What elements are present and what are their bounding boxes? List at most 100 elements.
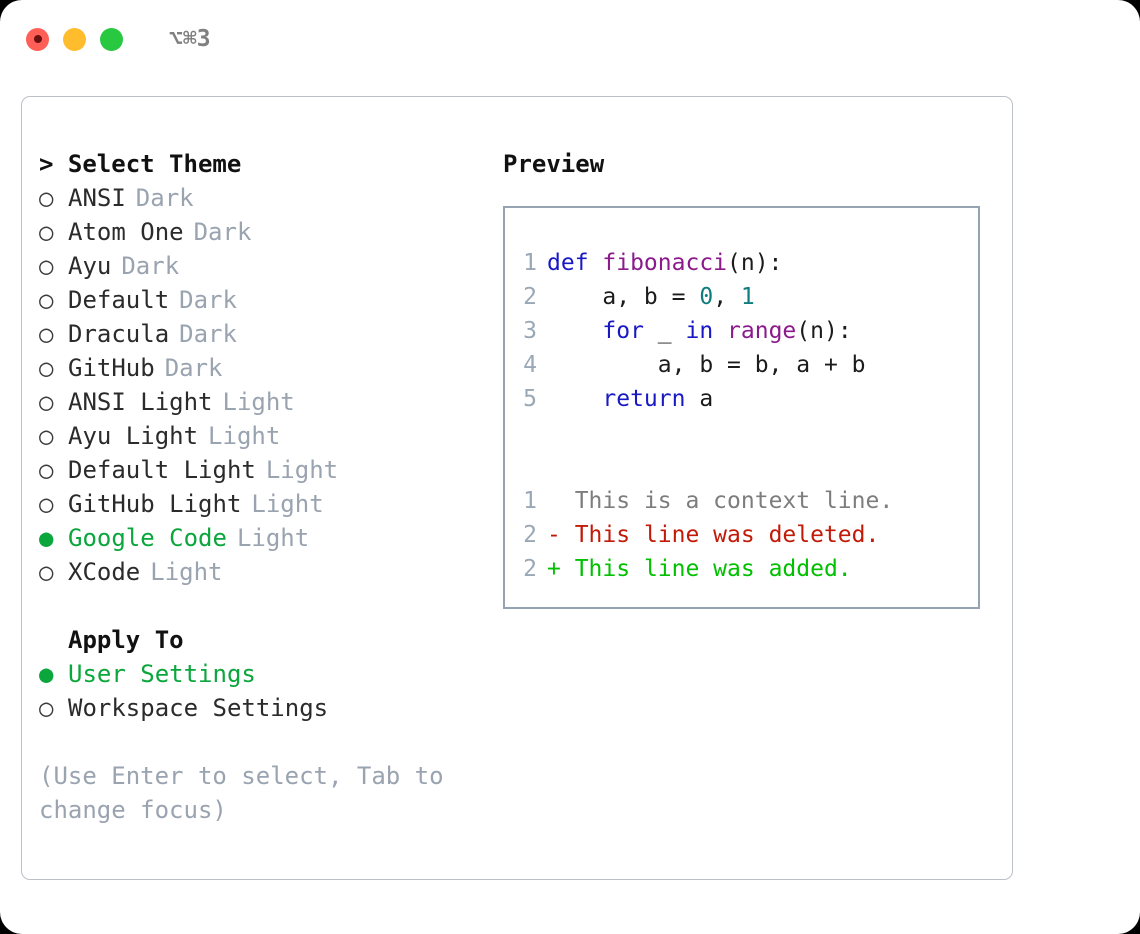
- theme-option-xcode-light[interactable]: ○ XCode Light: [39, 555, 492, 589]
- diff-text: This line was deleted.: [560, 522, 880, 548]
- code-token-plain: [713, 318, 727, 344]
- theme-option-label: Ayu Light: [68, 422, 199, 450]
- minimize-button[interactable]: [63, 27, 86, 51]
- preview-spacer: [505, 416, 978, 450]
- code-token-plain: a, b =: [547, 284, 700, 310]
- theme-option-tag: Dark: [121, 252, 180, 280]
- title-bar: ⌥⌘3: [0, 0, 1140, 78]
- code-token-plain: a: [685, 386, 714, 412]
- diff-text: This line was added.: [560, 556, 852, 582]
- theme-option-tag: Light: [251, 490, 324, 518]
- line-number: 5: [523, 386, 537, 412]
- keyboard-hint-text: (Use Enter to select, Tab to change focu…: [39, 762, 444, 824]
- code-token-plain: ,: [713, 284, 741, 310]
- line-number: 1: [523, 488, 537, 514]
- apply-to-option-user-settings[interactable]: ● User Settings: [39, 657, 492, 691]
- traffic-lights: [26, 27, 123, 51]
- theme-picker-column: > Select Theme ○ ANSI Dark ○ Atom One Da…: [22, 97, 492, 879]
- theme-option-tag: Light: [236, 524, 310, 552]
- code-line: 1 def fibonacci(n):: [505, 246, 978, 280]
- theme-option-tag: Light: [208, 422, 281, 450]
- radio-icon: ○: [39, 320, 54, 348]
- theme-option-label: Ayu: [68, 252, 112, 280]
- diff-marker: [547, 484, 561, 518]
- theme-option-tag: Dark: [193, 218, 252, 246]
- recording-indicator-icon: [33, 35, 42, 43]
- theme-option-github-dark[interactable]: ○ GitHub Dark: [39, 351, 492, 385]
- radio-icon: ○: [39, 184, 54, 212]
- line-number: 2: [523, 522, 537, 548]
- radio-icon: ○: [39, 252, 54, 280]
- code-line: 2 a, b = 0, 1: [505, 280, 978, 314]
- theme-option-default-light[interactable]: ○ Default Light Light: [39, 453, 492, 487]
- code-token-plain: _: [643, 318, 686, 344]
- preview-column: Preview 1 def fibonacci(n): 2 a, b = 0, …: [492, 97, 1012, 879]
- diff-text: This is a context line.: [560, 488, 894, 514]
- radio-icon: ○: [39, 490, 54, 518]
- radio-icon: ○: [39, 558, 54, 586]
- apply-to-option-label: Workspace Settings: [68, 694, 329, 722]
- theme-option-atom-one-dark[interactable]: ○ Atom One Dark: [39, 215, 492, 249]
- theme-option-default-dark[interactable]: ○ Default Dark: [39, 283, 492, 317]
- code-token-keyword: for: [602, 318, 644, 344]
- code-token-keyword: return: [602, 386, 686, 412]
- code-content: return a: [547, 382, 713, 416]
- theme-option-label: Dracula: [68, 320, 170, 348]
- theme-option-google-code-light[interactable]: ● Google Code Light: [39, 521, 492, 555]
- main-panel: > Select Theme ○ ANSI Dark ○ Atom One Da…: [21, 96, 1013, 880]
- code-token-function: range: [727, 318, 797, 344]
- radio-icon: ○: [39, 354, 54, 382]
- line-number: 1: [523, 250, 537, 276]
- line-number: 2: [523, 284, 537, 310]
- line-number: 2: [523, 556, 537, 582]
- radio-icon: ○: [39, 388, 54, 416]
- theme-option-label: XCode: [68, 558, 141, 586]
- code-line: 4 a, b = b, a + b: [505, 348, 978, 382]
- close-button[interactable]: [26, 27, 49, 51]
- theme-option-label: Default Light: [68, 456, 256, 484]
- theme-option-tag: Light: [265, 456, 339, 484]
- select-theme-heading: > Select Theme: [39, 150, 242, 178]
- code-token-plain: a, b = b, a + b: [547, 352, 866, 378]
- theme-option-label: ANSI Light: [68, 388, 213, 416]
- theme-option-github-light[interactable]: ○ GitHub Light Light: [39, 487, 492, 521]
- preview-spacer: [505, 450, 978, 484]
- apply-to-heading: Apply To: [68, 626, 184, 654]
- code-content: a, b = b, a + b: [547, 348, 866, 382]
- code-content: for _ in range(n):: [547, 314, 852, 348]
- code-token-plain: [547, 318, 602, 344]
- preview-box: 1 def fibonacci(n): 2 a, b = 0, 1 3 for …: [503, 206, 980, 609]
- theme-option-dracula-dark[interactable]: ○ Dracula Dark: [39, 317, 492, 351]
- theme-option-label: GitHub: [68, 354, 155, 382]
- theme-option-ansi-dark[interactable]: ○ ANSI Dark: [39, 181, 492, 215]
- theme-option-ayu-light[interactable]: ○ Ayu Light Light: [39, 419, 492, 453]
- diff-line-added: 2 + This line was added.: [505, 552, 978, 586]
- preview-heading: Preview: [503, 150, 605, 178]
- code-line: 5 return a: [505, 382, 978, 416]
- theme-option-label: Atom One: [68, 218, 184, 246]
- theme-option-label: Default: [68, 286, 170, 314]
- diff-line-deleted: 2 - This line was deleted.: [505, 518, 978, 552]
- radio-icon-selected: ●: [39, 660, 54, 688]
- apply-to-option-label: User Settings: [68, 660, 256, 688]
- theme-option-ansi-light[interactable]: ○ ANSI Light Light: [39, 385, 492, 419]
- theme-option-tag: Light: [222, 388, 295, 416]
- diff-line-context: 1 This is a context line.: [505, 484, 978, 518]
- radio-icon-selected: ●: [39, 524, 54, 552]
- code-token-function: fibonacci: [602, 250, 728, 276]
- apply-to-option-workspace-settings[interactable]: ○ Workspace Settings: [39, 691, 492, 725]
- radio-icon: ○: [39, 694, 54, 722]
- theme-option-ayu-dark[interactable]: ○ Ayu Dark: [39, 249, 492, 283]
- code-content: a, b = 0, 1: [547, 280, 754, 314]
- radio-icon: ○: [39, 218, 54, 246]
- theme-option-tag: Dark: [179, 320, 237, 348]
- radio-icon: ○: [39, 286, 54, 314]
- radio-icon: ○: [39, 456, 54, 484]
- theme-option-tag: Dark: [164, 354, 223, 382]
- code-token-plain: (n):: [796, 318, 852, 344]
- code-token-plain: (n):: [727, 250, 783, 276]
- code-content: def fibonacci(n):: [547, 246, 782, 280]
- zoom-button[interactable]: [100, 27, 123, 51]
- keyboard-shortcut-label: ⌥⌘3: [169, 26, 211, 52]
